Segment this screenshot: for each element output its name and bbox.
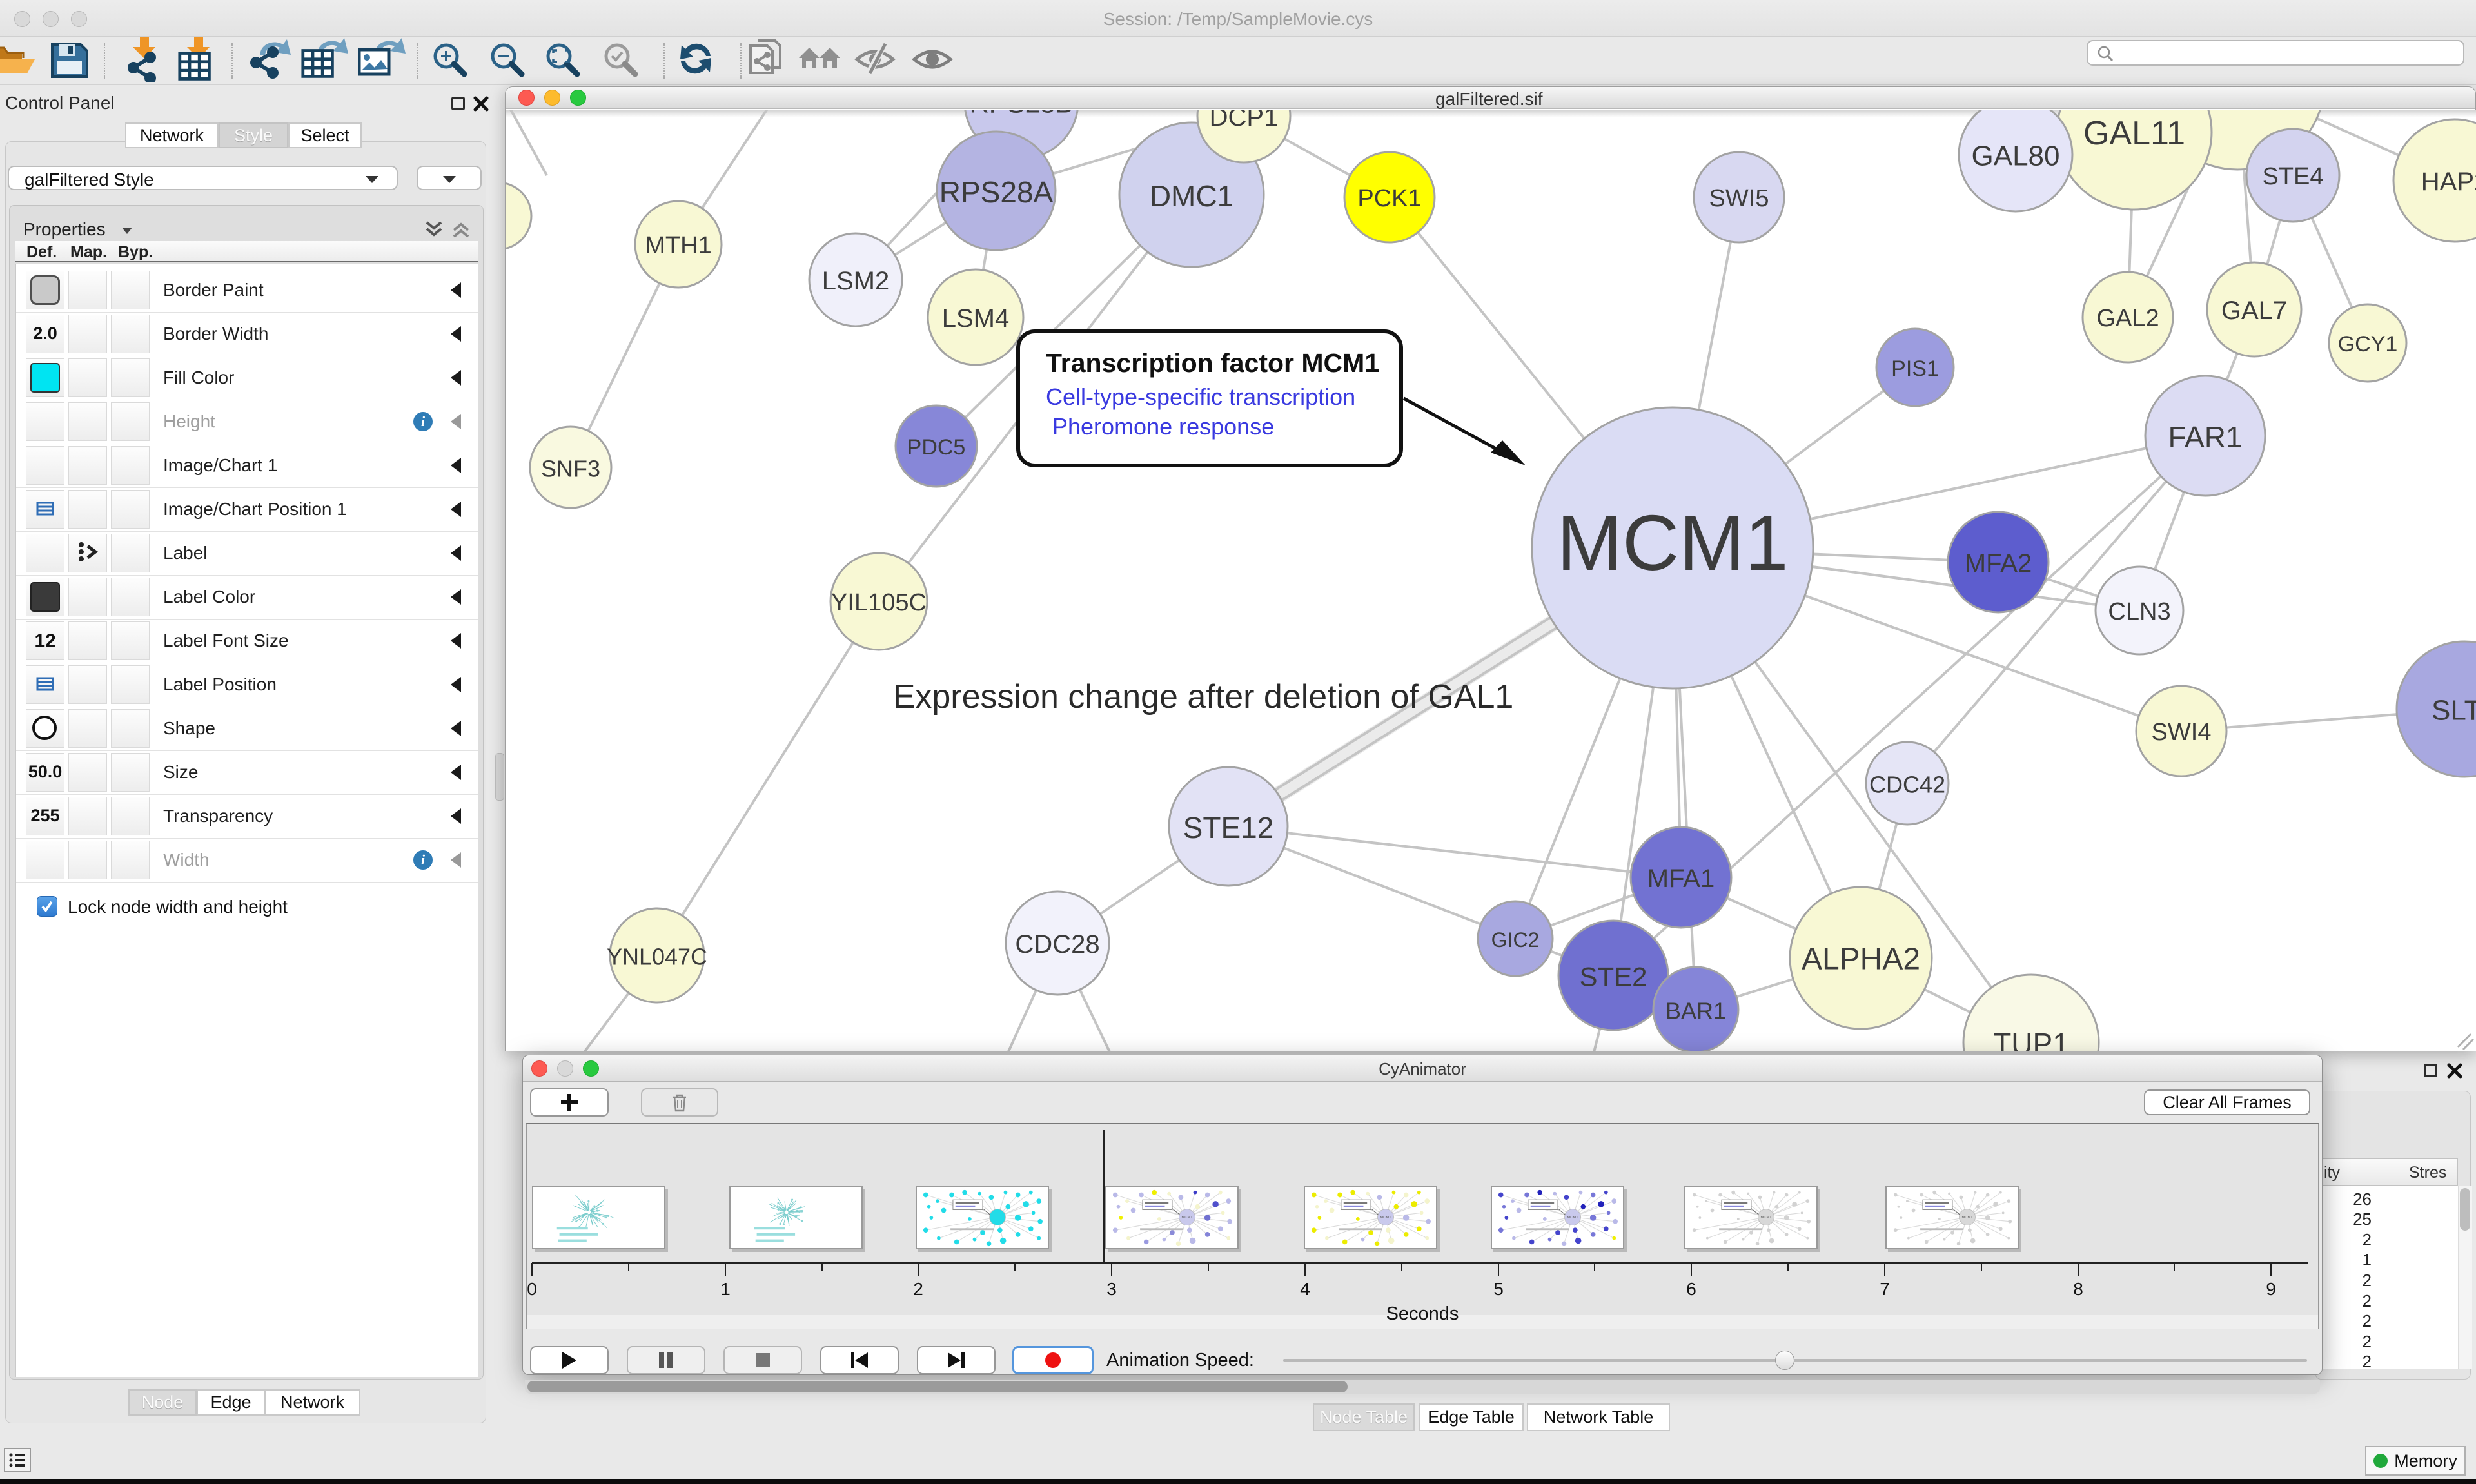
svg-text:CDC28: CDC28 [1015, 930, 1099, 959]
svg-text:FAR1: FAR1 [2168, 420, 2242, 454]
svg-text:SLT2: SLT2 [2432, 695, 2476, 727]
svg-text:Pheromone response: Pheromone response [1052, 413, 1274, 440]
svg-text:MCM1: MCM1 [1962, 1216, 1973, 1220]
svg-text:MCM1: MCM1 [1761, 1216, 1772, 1220]
svg-text:GAL2: GAL2 [2096, 305, 2159, 332]
svg-text:MFA1: MFA1 [1647, 864, 1715, 893]
svg-text:PIS1: PIS1 [1891, 356, 1939, 381]
svg-text:GCY1: GCY1 [2338, 332, 2398, 356]
svg-text:MCM1: MCM1 [1182, 1216, 1193, 1220]
svg-text:Expression change after deleti: Expression change after deletion of GAL1 [893, 678, 1514, 716]
svg-text:DCP1: DCP1 [1210, 110, 1279, 132]
svg-text:GIC2: GIC2 [1491, 928, 1540, 952]
svg-text:PCK1: PCK1 [1357, 185, 1421, 212]
svg-text:SWI5: SWI5 [1709, 185, 1769, 212]
svg-text:DMC1: DMC1 [1150, 179, 1233, 213]
svg-text:MCM1: MCM1 [1557, 499, 1788, 587]
svg-text:GAL7: GAL7 [2221, 297, 2287, 325]
svg-text:HAP2: HAP2 [2421, 168, 2476, 196]
svg-text:ALPHA2: ALPHA2 [1802, 942, 1920, 977]
svg-text:STE2: STE2 [1579, 962, 1647, 992]
svg-text:GAL80: GAL80 [1972, 141, 2060, 172]
svg-text:CDC42: CDC42 [1869, 772, 1945, 798]
svg-text:CLN3: CLN3 [2108, 598, 2170, 625]
svg-text:MFA2: MFA2 [1965, 549, 2032, 578]
svg-text:MCM1: MCM1 [1380, 1216, 1391, 1220]
svg-text:YNL047C: YNL047C [607, 944, 707, 970]
svg-text:Transcription factor MCM1: Transcription factor MCM1 [1046, 348, 1379, 378]
svg-text:RPS28B: RPS28B [969, 110, 1073, 119]
svg-text:TUP1: TUP1 [1993, 1027, 2069, 1051]
svg-text:PDC5: PDC5 [907, 435, 966, 460]
svg-text:YIL105C: YIL105C [831, 589, 927, 616]
svg-text:LSM4: LSM4 [942, 304, 1010, 333]
svg-text:SNF3: SNF3 [541, 456, 600, 482]
svg-text:STE12: STE12 [1183, 811, 1274, 845]
svg-text:GAL11: GAL11 [2083, 115, 2185, 152]
svg-text:STE4: STE4 [2262, 163, 2323, 190]
svg-text:RPS28A: RPS28A [939, 175, 1054, 209]
svg-text:Cell-type-specific transcripti: Cell-type-specific transcription [1046, 384, 1355, 410]
svg-text:BAR1: BAR1 [1665, 998, 1726, 1024]
svg-text:SWI4: SWI4 [2152, 719, 2212, 746]
svg-text:MCM1: MCM1 [1567, 1216, 1578, 1220]
svg-text:LSM2: LSM2 [822, 267, 890, 295]
svg-text:MTH1: MTH1 [645, 232, 711, 259]
